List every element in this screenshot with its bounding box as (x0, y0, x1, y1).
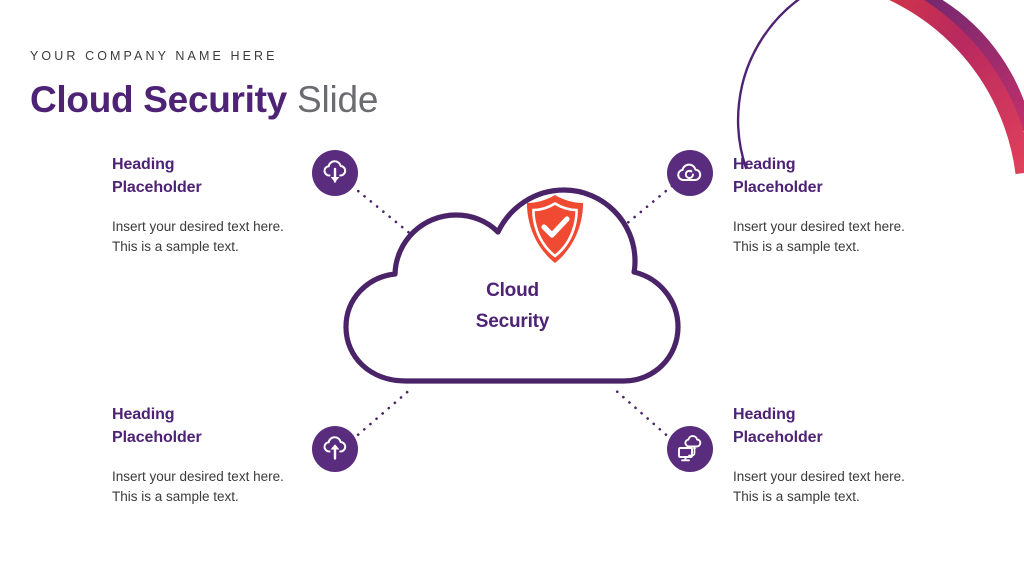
node-body-line1: Insert your desired text here. (733, 219, 905, 234)
connector-bottom-left (350, 386, 414, 442)
node-heading-line1: Heading (112, 406, 175, 423)
node-body-line2: This is a sample text. (112, 488, 239, 504)
cloud-download-icon (323, 160, 347, 183)
node-heading-bottom-right: Heading Placeholder (733, 403, 953, 449)
company-name-eyebrow: YOUR COMPANY NAME HERE (30, 49, 278, 63)
node-text-bottom-right: Heading Placeholder Insert your desired … (733, 403, 953, 506)
node-heading-bottom-left: Heading Placeholder (112, 403, 332, 449)
node-body-top-right: Insert your desired text here. This is a… (733, 217, 953, 256)
node-heading-line2: Placeholder (733, 429, 823, 446)
thick-gradient-arc-outer (889, 0, 1024, 175)
node-text-top-left: Heading Placeholder Insert your desired … (112, 153, 332, 256)
node-body-line1: Insert your desired text here. (112, 469, 284, 484)
node-heading-line2: Placeholder (112, 429, 202, 446)
node-icon-bottom-left[interactable] (312, 426, 358, 472)
cloud-center-label-line2: Security (475, 311, 550, 332)
node-text-bottom-left: Heading Placeholder Insert your desired … (112, 403, 332, 506)
node-body-line1: Insert your desired text here. (112, 219, 284, 234)
node-text-top-right: Heading Placeholder Insert your desired … (733, 153, 953, 256)
cloud-upload-icon (323, 436, 347, 460)
slide-header: YOUR COMPANY NAME HERE Cloud Security Sl… (30, 48, 550, 130)
node-heading-top-right: Heading Placeholder (733, 153, 953, 199)
node-body-bottom-right: Insert your desired text here. This is a… (733, 467, 953, 506)
node-heading-line1: Heading (112, 156, 175, 173)
node-icon-top-left[interactable] (312, 150, 358, 196)
page-title: Cloud Security Slide (30, 78, 550, 130)
node-body-bottom-left: Insert your desired text here. This is a… (112, 467, 332, 506)
node-heading-line1: Heading (733, 406, 796, 423)
node-heading-line2: Placeholder (733, 179, 823, 196)
node-heading-line2: Placeholder (112, 179, 202, 196)
thin-purple-arc (736, 0, 801, 170)
node-icon-top-right[interactable] (667, 150, 713, 196)
page-title-strong: Cloud Security (30, 79, 287, 120)
connector-bottom-right (611, 386, 674, 442)
node-body-line2: This is a sample text. (733, 238, 860, 254)
node-body-line1: Insert your desired text here. (733, 469, 905, 484)
node-body-line2: This is a sample text. (112, 238, 239, 254)
node-heading-top-left: Heading Placeholder (112, 153, 332, 199)
cloud-outline-icon (343, 187, 681, 384)
node-icon-bottom-right[interactable] (667, 426, 713, 472)
cloud-sync-icon (677, 163, 702, 181)
cloud-center-label-line1: Cloud (486, 280, 539, 301)
cloud-computing-monitor-icon (678, 435, 702, 462)
node-heading-line1: Heading (733, 156, 796, 173)
page-title-light: Slide (286, 79, 379, 120)
node-body-line2: This is a sample text. (733, 488, 860, 504)
shield-check-icon (526, 195, 584, 263)
node-body-top-left: Insert your desired text here. This is a… (112, 217, 332, 256)
central-cloud: Cloud Security (340, 185, 685, 385)
thick-gradient-arc-inner (906, 0, 1024, 133)
cloud-center-label: Cloud Security (340, 275, 685, 337)
